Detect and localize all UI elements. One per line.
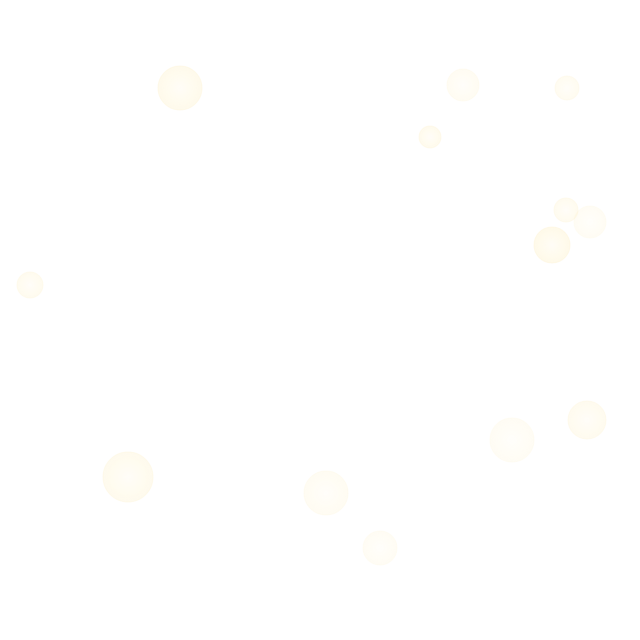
bokeh-orb [157,65,203,111]
bokeh-orb [553,197,579,223]
bokeh-orb [533,226,571,264]
bokeh-orb [446,68,480,102]
bokeh-orb [554,75,580,101]
bokeh-orb [489,417,535,463]
bokeh-orb [418,125,442,149]
bokeh-orb [102,451,154,503]
bokeh-orbs [16,65,607,566]
bokeh-orb [567,400,607,440]
bokeh-orb [573,205,607,239]
bokeh-orb [362,530,398,566]
bokeh-orb [303,470,349,516]
bokeh-orb [16,271,44,299]
